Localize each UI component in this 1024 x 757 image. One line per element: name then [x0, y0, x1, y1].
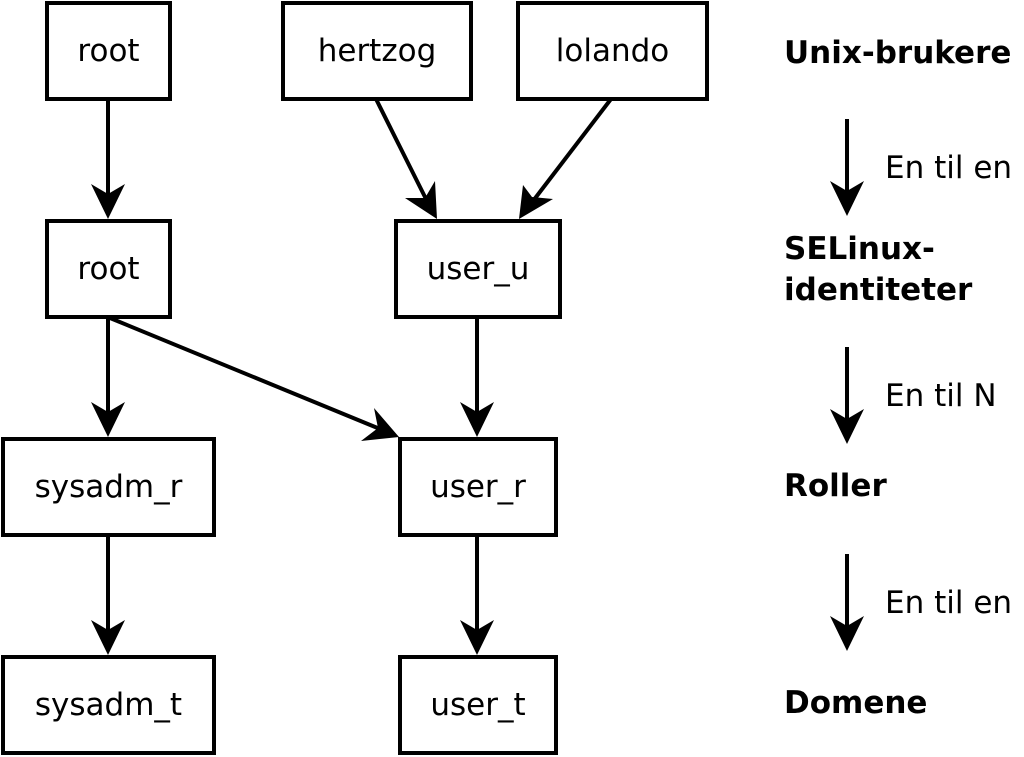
- level-label-roles: Roller: [784, 468, 887, 504]
- node-role-sysadm-r: sysadm_r: [1, 437, 216, 537]
- legend-arrow-identities-to-roles: [830, 347, 864, 444]
- edges: [91, 97, 613, 655]
- node-label: root: [77, 33, 139, 69]
- legend: Unix-brukere En til en SELinux- identite…: [784, 35, 1012, 721]
- node-unix-user-hertzog: hertzog: [281, 1, 473, 101]
- node-identity-user-u: user_u: [394, 219, 562, 319]
- edge-user-u-to-user-r: [460, 317, 494, 437]
- edge-lolando-to-user-u: [519, 97, 613, 219]
- node-label: sysadm_r: [35, 469, 183, 505]
- nodes: root hertzog lolando root user_u sysadm_…: [1, 1, 709, 755]
- edge-hertzog-to-user-u: [374, 98, 437, 219]
- node-unix-user-root: root: [45, 1, 172, 101]
- edge-sysadm-r-to-sysadm-t: [91, 535, 125, 655]
- node-role-user-r: user_r: [398, 437, 558, 537]
- node-label: sysadm_t: [35, 687, 182, 723]
- node-label: root: [77, 251, 139, 287]
- node-label: hertzog: [318, 33, 437, 69]
- edge-root-identity-to-user-r: [109, 316, 399, 441]
- relation-label-identities-to-roles: En til N: [885, 378, 997, 414]
- edge-root-identity-to-sysadm-r: [91, 317, 125, 437]
- level-label-selinux-identities-line2: identiteter: [784, 272, 973, 308]
- node-label: user_u: [427, 251, 530, 287]
- level-label-selinux-identities-line1: SELinux-: [784, 231, 935, 267]
- node-identity-root: root: [45, 219, 172, 319]
- edge-user-r-to-user-t: [460, 535, 494, 655]
- node-domain-user-t: user_t: [398, 655, 558, 755]
- node-label: lolando: [556, 33, 669, 69]
- legend-arrow-roles-to-domains: [830, 554, 864, 651]
- relation-label-users-to-identities: En til en: [885, 150, 1012, 186]
- node-domain-sysadm-t: sysadm_t: [1, 655, 216, 755]
- edge-root-user-to-root-identity: [91, 99, 125, 219]
- level-label-domains: Domene: [784, 685, 927, 721]
- level-label-unix-users: Unix-brukere: [784, 35, 1011, 71]
- relation-label-roles-to-domains: En til en: [885, 585, 1012, 621]
- legend-arrow-users-to-identities: [830, 119, 864, 216]
- node-unix-user-lolando: lolando: [516, 1, 709, 101]
- node-label: user_t: [430, 687, 525, 723]
- node-label: user_r: [430, 469, 526, 505]
